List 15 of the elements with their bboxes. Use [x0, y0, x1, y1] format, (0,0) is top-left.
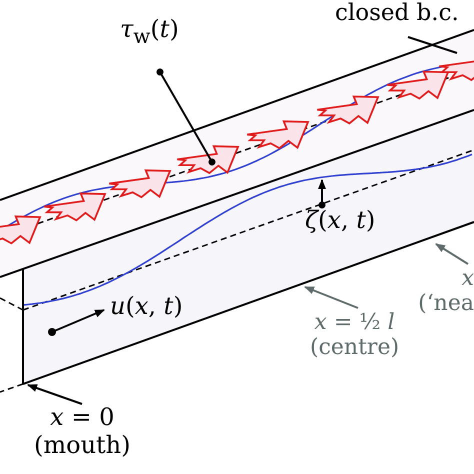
math-label: (‘nea	[417, 291, 474, 317]
leader-line	[408, 36, 458, 54]
math-label: x = 0	[49, 404, 116, 432]
math-label: (mouth)	[34, 432, 130, 460]
math-label: x = ½ l	[313, 310, 396, 336]
math-label: closed b.c.	[335, 0, 459, 26]
math-label: x	[460, 266, 474, 292]
leader-line	[27, 384, 82, 405]
leader-line	[156, 68, 216, 166]
math-label: τ$_{w}$(t)	[120, 16, 179, 48]
math-label: u(x, t)	[110, 292, 183, 320]
math-label: ζ(x, t)	[305, 206, 376, 234]
leader-line	[304, 286, 358, 309]
math-label: (centre)	[310, 335, 400, 361]
leader-line	[435, 243, 469, 265]
